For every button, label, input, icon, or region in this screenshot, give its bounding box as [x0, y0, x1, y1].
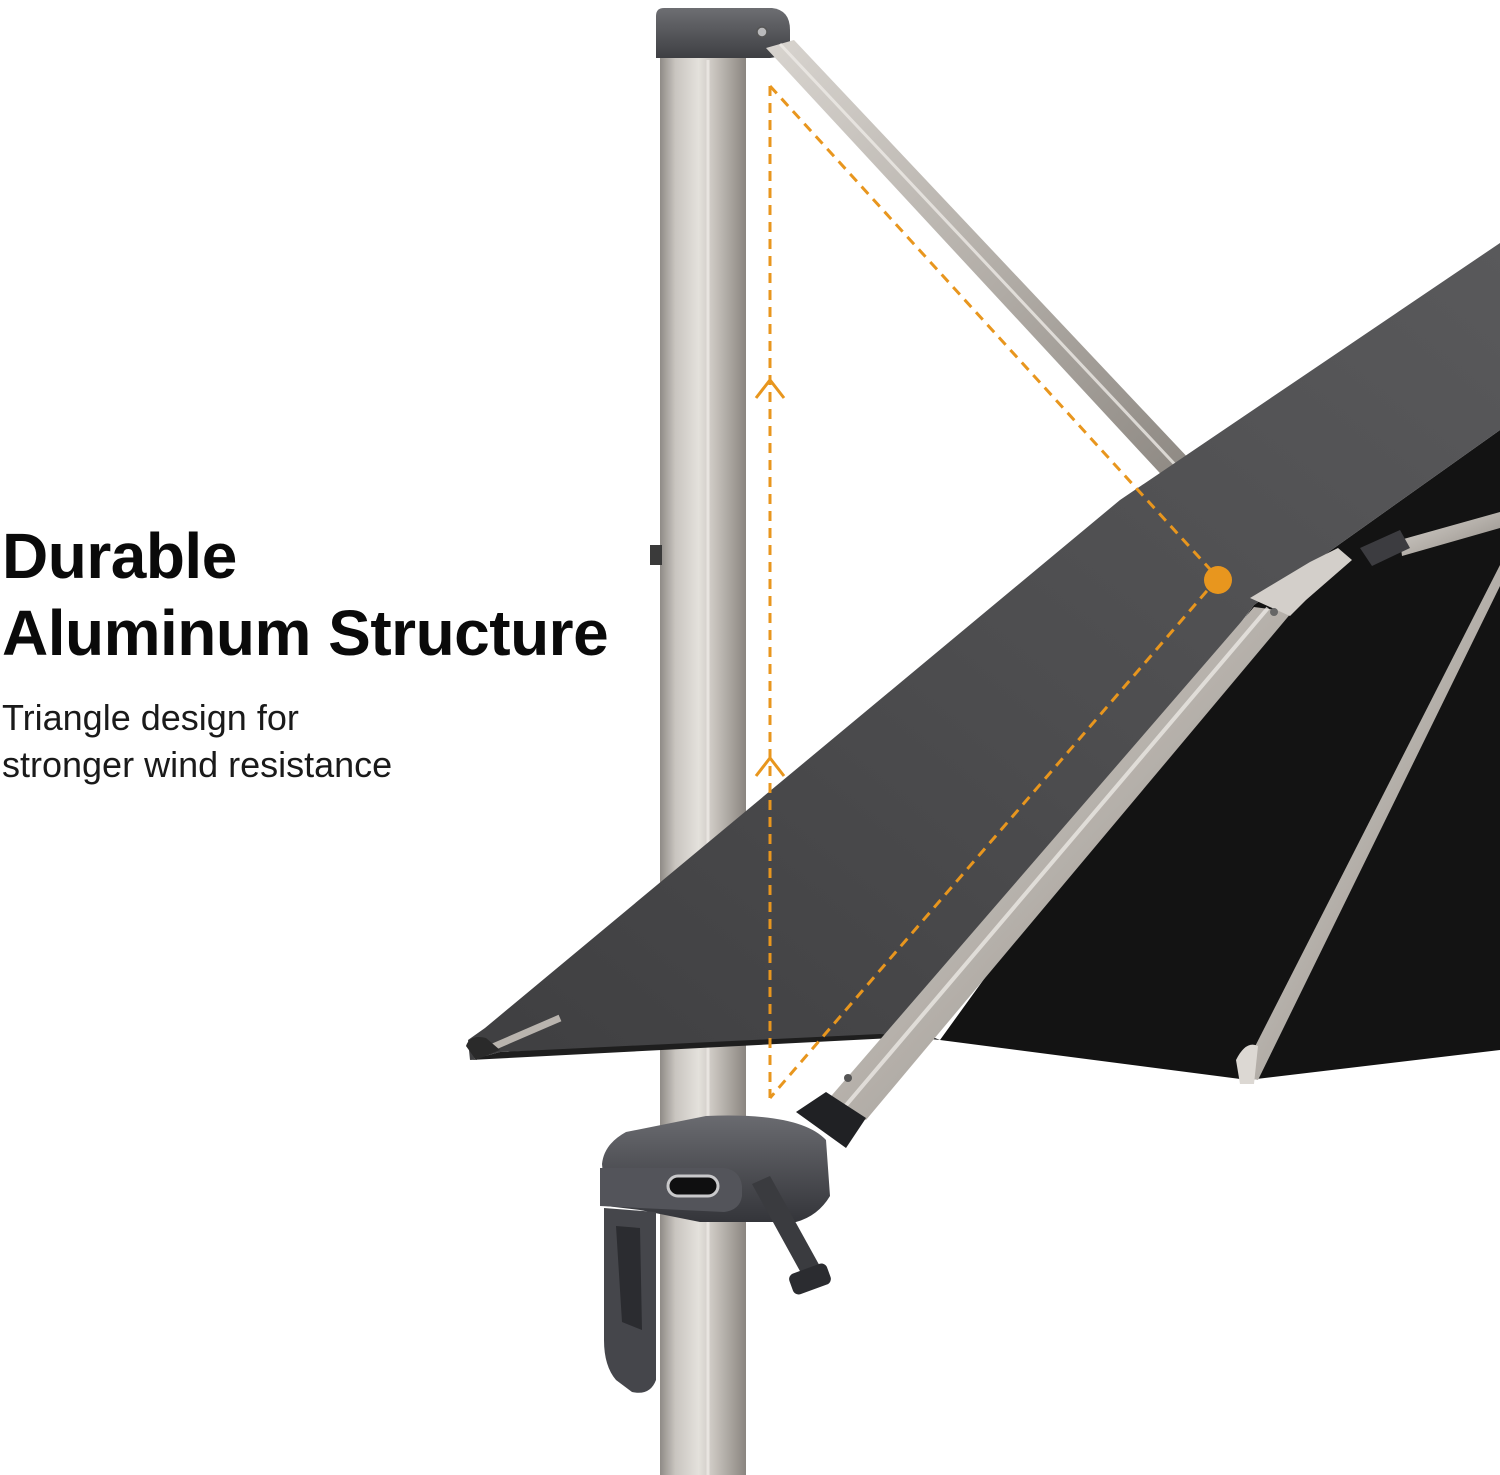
main-pole [650, 40, 746, 1475]
joint-marker [1204, 566, 1232, 594]
crank-handle [752, 1176, 831, 1295]
upper-support-arm [766, 40, 1192, 484]
feature-subtitle-line-2: stronger wind resistance [2, 744, 393, 785]
canopy-underside [940, 430, 1500, 1080]
canopy [468, 243, 1500, 1060]
arrow-icon [754, 377, 786, 777]
canopy-ribs [1236, 512, 1500, 1084]
feature-subtitle-line-1: Triangle design for [2, 697, 299, 738]
pole-cap [656, 8, 790, 58]
canopy-edge-rib [484, 1014, 562, 1054]
feature-subtitle: Triangle design for stronger wind resist… [2, 694, 392, 788]
hinge-joint [796, 1092, 866, 1148]
canopy-edge [470, 1034, 940, 1060]
feature-title: Durable Aluminum Structure [2, 518, 609, 672]
lower-support-arm [826, 548, 1352, 1120]
feature-title-line-2: Aluminum Structure [2, 597, 609, 669]
triangle-annotation [768, 84, 1220, 1099]
feature-title-line-1: Durable [2, 520, 237, 592]
